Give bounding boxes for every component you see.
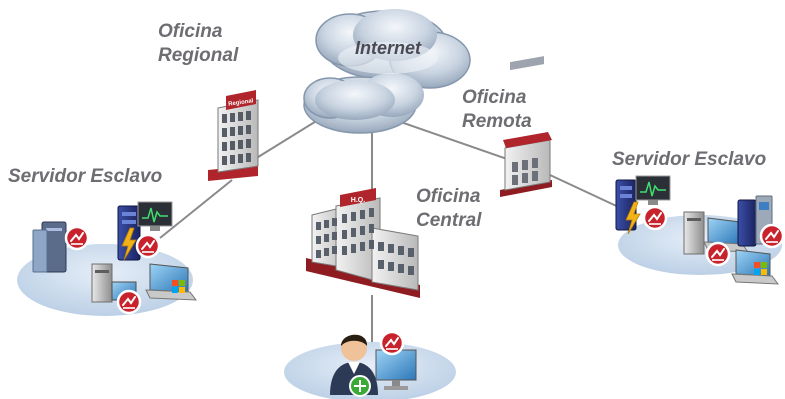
- left-monitor-icon: [137, 201, 173, 231]
- link-internet-remote: [394, 119, 511, 161]
- right-desktop-pc-icon: [683, 211, 705, 255]
- left-server-badge-icon: [135, 233, 161, 259]
- left-power-icon: [121, 227, 137, 261]
- left-site-group: [17, 201, 198, 316]
- right-slave-server-label: Servidor Esclavo: [612, 149, 767, 170]
- remote-office-label-line2: Remota: [462, 111, 532, 132]
- central-office-label-line2: Central: [416, 210, 482, 231]
- left-tower-pc-icon: [32, 221, 67, 273]
- left-slave-server-label: Servidor Esclavo: [8, 166, 163, 187]
- user-agent-badge-icon: [379, 330, 405, 356]
- link-remote-right-site: [549, 174, 626, 211]
- right-pc-badge-icon: [705, 241, 731, 267]
- regional-office-label-line1: Oficina: [158, 21, 223, 42]
- right-monitor-icon: [635, 175, 671, 205]
- right-windows-laptop-icon: [731, 249, 780, 285]
- regional-sign: Regional: [228, 98, 254, 108]
- right-tower-server-icon: [737, 195, 773, 247]
- user-remote-control-icon: [349, 375, 371, 397]
- regional-office-label: Oficina Regional: [158, 20, 238, 68]
- right-server-badge-icon: [642, 205, 668, 231]
- left-pc-badge-icon: [116, 289, 142, 315]
- network-links: [159, 119, 626, 345]
- central-user-site-group: [284, 330, 456, 399]
- remote-office-building-icon: [500, 56, 552, 197]
- regional-office-building-icon: Regional: [208, 90, 259, 181]
- user-monitor-icon: [375, 349, 417, 390]
- left-laptop-icon: [145, 263, 198, 301]
- central-office-label-line1: Oficina: [416, 186, 481, 207]
- right-site-group: [615, 175, 785, 285]
- central-office-building-icon: H.Q.: [306, 188, 420, 298]
- internet-label: Internet: [355, 38, 422, 58]
- right-tower-badge-icon: [759, 223, 785, 249]
- remote-office-label: Oficina Remota: [462, 86, 532, 134]
- central-office-label: Oficina Central: [416, 185, 481, 233]
- remote-office-label-line1: Oficina: [462, 87, 527, 108]
- hq-sign: H.Q.: [351, 197, 365, 204]
- link-regional-internet: [249, 119, 319, 163]
- left-agent-badge-icon: [64, 225, 90, 251]
- regional-office-label-line2: Regional: [158, 45, 239, 66]
- link-regional-left-site: [159, 179, 233, 239]
- right-power-icon: [625, 201, 641, 235]
- internet-cloud-icon: [303, 9, 471, 134]
